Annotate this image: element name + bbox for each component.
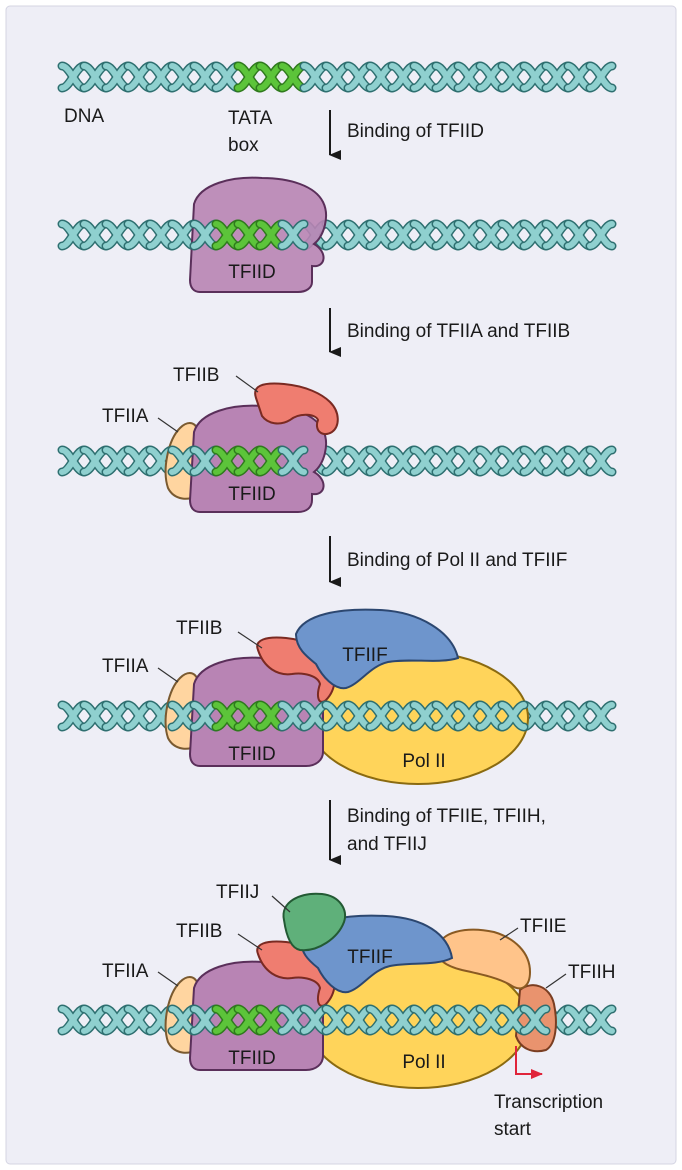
pol2-label: Pol II [402,1052,445,1073]
tfiia-leader [157,971,179,987]
tfiie-protein [436,928,532,990]
pol2-label: Pol II [402,751,445,772]
tfiid-label: TFIID [228,744,276,765]
transcription-start-label-line1: Transcription [494,1092,603,1113]
stage-1: DNA TATA box [62,66,612,156]
tfiid-protein: TFIID [188,176,327,293]
step-4-caption-line1: Binding of TFIIE, TFIIH, [347,806,546,827]
step-4-caption-line2: and TFIIJ [347,834,427,855]
tfiia-leader [157,417,179,433]
tfiid-label: TFIID [228,484,276,505]
stage-2: TFIID [62,176,612,293]
tfiib-leader [237,933,263,951]
stage-4: TFIID Pol II TFIIF TFIIA TFIIB [62,608,612,785]
step-arrow-2: Binding of TFIIA and TFIIB [329,308,570,357]
tfiib-label: TFIIB [176,618,222,639]
step-1-caption: Binding of TFIID [347,121,484,142]
tfiih-leader [545,973,567,989]
tfiia-label: TFIIA [102,406,149,427]
tfiif-label: TFIIF [342,645,387,666]
transcription-start-arrow-icon [515,1046,543,1079]
tfiij-leader [271,895,291,913]
transcription-start-label-line2: start [494,1119,532,1140]
dna-label: DNA [64,106,104,127]
tfiid-label: TFIID [228,1048,276,1069]
tfiif-label: TFIIF [347,947,392,968]
tfiij-protein [282,892,346,952]
step-3-caption: Binding of Pol II and TFIIF [347,550,567,571]
tfiij-label: TFIIJ [216,882,259,903]
tfiih-label: TFIIH [568,962,616,983]
tata-label-line1: TATA [228,108,273,129]
stage-3: TFIID TFIIA TFIIB [62,365,612,513]
tfiif-protein [294,608,460,690]
tfiia-leader [157,667,179,683]
dna-overlay [172,1009,546,1031]
tfiib-leader [235,375,259,393]
step-arrow-3: Binding of Pol II and TFIIF [329,536,567,587]
tfiie-leader [499,927,519,941]
tfiia-label: TFIIA [102,961,149,982]
step-arrow-4: Binding of TFIIE, TFIIH, and TFIIJ [329,800,546,865]
step-arrow-1: Binding of TFIID [329,110,484,160]
tfiib-label: TFIIB [176,921,222,942]
tfiib-leader [237,631,263,649]
tata-label-line2: box [228,135,259,156]
stage-5: TFIID Pol II TFIIF TFIIA TFIIB TFIIJ TFI… [62,882,616,1140]
panel-background [5,5,677,1165]
step-2-caption: Binding of TFIIA and TFIIB [347,321,570,342]
tfiid-label: TFIID [228,262,276,283]
tfiif-protein [300,914,454,994]
tfiie-label: TFIIE [520,916,566,937]
tfiia-label: TFIIA [102,656,149,677]
tfiib-label: TFIIB [173,365,219,386]
tfiib-protein [254,382,339,436]
